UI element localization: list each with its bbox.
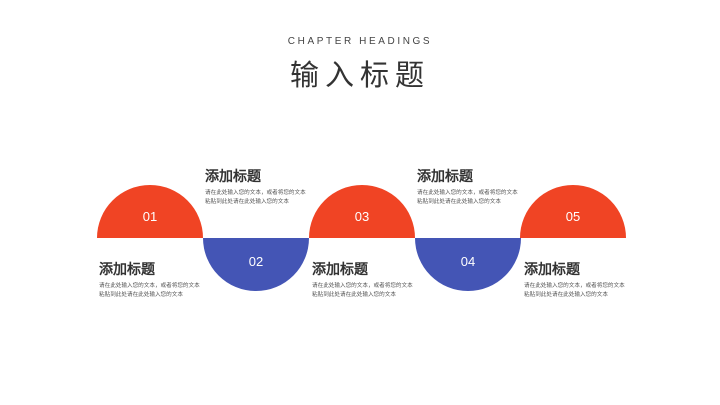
step-5-text-block: 添加标题 请在此处输入您的文本，或者将您的文本粘贴到此处请在此处输入您的文本 xyxy=(524,261,630,300)
step-3-semicircle: 03 xyxy=(309,185,415,238)
step-5-heading: 添加标题 xyxy=(524,262,580,278)
step-4-heading: 添加标题 xyxy=(417,169,473,185)
step-4-number: 04 xyxy=(460,254,476,269)
step-3-heading: 添加标题 xyxy=(312,262,368,278)
chapter-eyebrow: CHAPTER HEADINGS xyxy=(287,36,433,47)
step-1-heading: 添加标题 xyxy=(99,262,155,278)
step-2-number: 02 xyxy=(248,254,264,269)
step-2-text-block: 添加标题 请在此处输入您的文本，或者将您的文本粘贴到此处请在此处输入您的文本 xyxy=(205,168,311,207)
step-1-text-block: 添加标题 请在此处输入您的文本，或者将您的文本粘贴到此处请在此处输入您的文本 xyxy=(99,261,205,300)
step-5-number: 05 xyxy=(565,209,581,224)
step-3-number: 03 xyxy=(354,209,370,224)
step-2-semicircle: 02 xyxy=(203,238,309,291)
step-2-heading: 添加标题 xyxy=(205,169,261,185)
step-3-body: 请在此处输入您的文本，或者将您的文本粘贴到此处请在此处输入您的文本 xyxy=(312,283,413,298)
page-title: 输入标题 xyxy=(289,58,430,92)
step-1-body: 请在此处输入您的文本，或者将您的文本粘贴到此处请在此处输入您的文本 xyxy=(99,283,200,298)
step-5-body: 请在此处输入您的文本，或者将您的文本粘贴到此处请在此处输入您的文本 xyxy=(524,283,625,298)
step-3-text-block: 添加标题 请在此处输入您的文本，或者将您的文本粘贴到此处请在此处输入您的文本 xyxy=(312,261,418,300)
step-2-body: 请在此处输入您的文本，或者将您的文本粘贴到此处请在此处输入您的文本 xyxy=(205,190,306,205)
step-4-text-block: 添加标题 请在此处输入您的文本，或者将您的文本粘贴到此处请在此处输入您的文本 xyxy=(417,168,523,207)
step-1-semicircle: 01 xyxy=(97,185,203,238)
step-4-semicircle: 04 xyxy=(415,238,521,291)
step-5-semicircle: 05 xyxy=(520,185,626,238)
step-4-body: 请在此处输入您的文本，或者将您的文本粘贴到此处请在此处输入您的文本 xyxy=(417,190,518,205)
step-1-number: 01 xyxy=(142,209,158,224)
